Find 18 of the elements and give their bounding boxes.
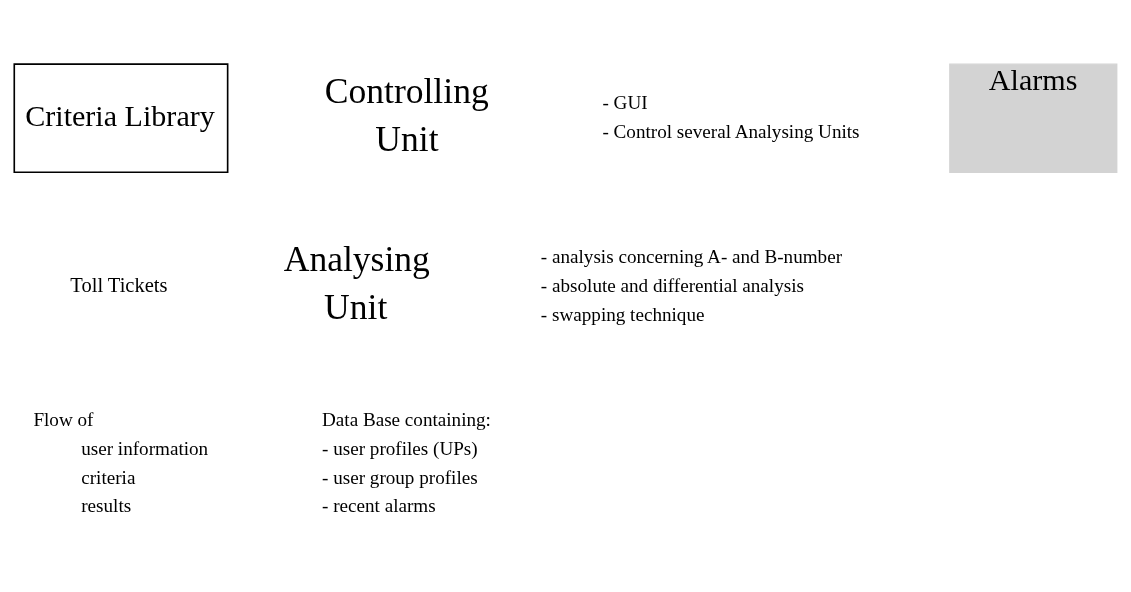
label: user information (81, 437, 209, 459)
label: - user profiles (UPs) (322, 437, 478, 459)
label: Controlling Unit (324, 70, 489, 159)
label: - analysis concerning A- and B-number (540, 246, 843, 268)
node-box: Alarms (949, 63, 1118, 173)
label: - absolute and differential analysis (540, 275, 804, 297)
label: - Control several Analysing Units (602, 120, 860, 142)
label: criteria (81, 466, 136, 488)
label: - recent alarms (322, 495, 436, 517)
node-box: Criteria Library (13, 63, 229, 174)
label: Toll Tickets (70, 273, 168, 296)
label: Analysing Unit (283, 239, 430, 327)
label: results (81, 495, 132, 517)
label: Data Base containing: (322, 409, 491, 431)
label: Flow of (33, 409, 94, 431)
label: - user group profiles (322, 466, 478, 488)
label: - swapping technique (540, 303, 705, 325)
label: - GUI (602, 91, 648, 113)
